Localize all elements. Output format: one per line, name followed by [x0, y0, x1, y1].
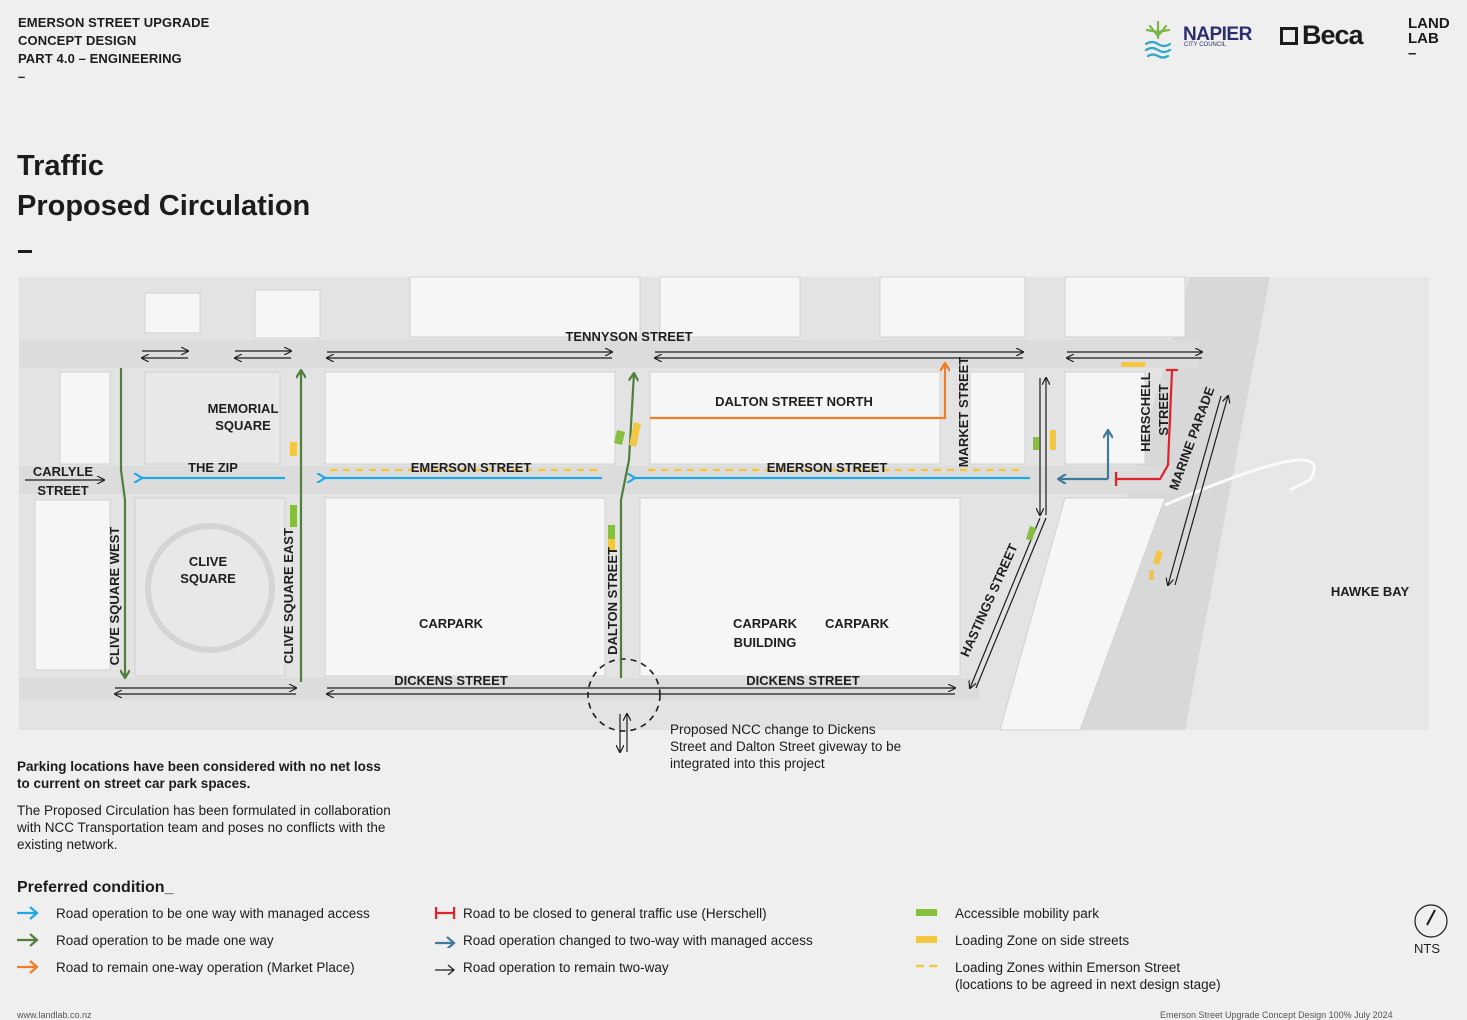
two-way-arrows	[25, 351, 1228, 752]
beca-logo-text: Beca	[1302, 20, 1364, 50]
label-carlyle-2: STREET	[37, 483, 88, 498]
block-small-2	[254, 289, 321, 339]
label-clive-west: CLIVE SQUARE WEST	[107, 527, 122, 666]
legend-black-arrow-icon	[435, 964, 455, 975]
legend-item-mobility: Accessible mobility park	[955, 906, 1100, 921]
legend-item-steel: Road operation changed to two-way with m…	[463, 933, 813, 948]
label-herschell-1: HERSCHELL	[1138, 372, 1153, 452]
header-dash: –	[18, 69, 26, 84]
label-emerson-2: EMERSON STREET	[767, 460, 888, 475]
memorial-square-park	[144, 371, 281, 465]
label-dalton: DALTON STREET	[605, 547, 620, 655]
label-carpark-2: CARPARK	[825, 616, 890, 631]
label-clive-2: SQUARE	[180, 571, 236, 586]
block-tennyson-north-3	[879, 276, 1026, 338]
footer-website: www.landlab.co.nz	[17, 1010, 92, 1020]
label-dalton-north: DALTON STREET NORTH	[715, 394, 873, 409]
beca-mark-icon	[1280, 27, 1298, 45]
legend-item-loading-dashes: Loading Zones within Emerson Street (loc…	[955, 960, 1221, 992]
orange-route	[650, 363, 945, 420]
block-tennyson-north-1	[409, 276, 641, 338]
legend-item-orange: Road to remain one-way operation (Market…	[56, 960, 355, 975]
legend-green-arrow-icon	[17, 933, 39, 947]
legend-blue-arrow-icon	[17, 906, 39, 920]
legend-loading-dashes-icon	[916, 964, 937, 968]
land-lab-line2: LAB	[1408, 30, 1439, 47]
header-part: PART 4.0 – ENGINEERING	[18, 51, 182, 66]
proposed-change-circle	[587, 658, 661, 732]
legend-mobility-park-icon	[916, 909, 937, 916]
parking-note: Parking locations have been considered w…	[17, 759, 381, 791]
legend-item-blue: Road operation to be one way with manage…	[56, 906, 370, 921]
legend-title: Preferred condition_	[17, 879, 174, 896]
herschell-closed-route	[1116, 369, 1174, 481]
circulation-note: The Proposed Circulation has been formul…	[17, 803, 391, 852]
label-dickens-2: DICKENS STREET	[746, 673, 859, 688]
legend-item-green: Road operation to be made one way	[56, 933, 274, 948]
napier-logo-subtext: CITY COUNCIL	[1184, 42, 1227, 48]
block-hastings-east	[999, 497, 1166, 731]
base-map	[19, 276, 1429, 731]
header-project: EMERSON STREET UPGRADE	[18, 15, 210, 30]
block-carlyle-north	[59, 371, 111, 465]
land-lab-dash: –	[1408, 45, 1417, 62]
land-lab-logo: LAND LAB –	[1408, 16, 1450, 61]
footer-info: Emerson Street Upgrade Concept Design 10…	[1160, 1010, 1393, 1020]
land-lab-line1: LAND	[1408, 15, 1450, 32]
legend-red-closure-icon	[434, 907, 456, 919]
block-small-1	[144, 292, 201, 334]
block-market	[969, 371, 1026, 465]
legend-item-loading: Loading Zone on side streets	[955, 933, 1130, 948]
label-herschell-2: STREET	[1156, 384, 1171, 435]
block-north-emerson-west	[324, 371, 616, 465]
scale-nts: NTS	[1414, 941, 1440, 956]
label-memorial-2: SQUARE	[215, 418, 271, 433]
foreshore-curve	[1164, 458, 1316, 507]
block-carpark-west	[324, 497, 606, 677]
legend-item-black: Road operation to remain two-way	[463, 960, 669, 975]
block-herschell	[1064, 371, 1146, 465]
document-header: EMERSON STREET UPGRADE CONCEPT DESIGN PA…	[18, 14, 209, 86]
label-clive-east: CLIVE SQUARE EAST	[281, 528, 296, 664]
block-tennyson-north-2	[659, 276, 801, 338]
beca-logo: Beca	[1280, 20, 1364, 51]
legend-steel-arrow-icon	[435, 936, 456, 948]
block-carpark-building	[639, 497, 961, 677]
tennyson-road	[19, 340, 1199, 368]
page-title: Traffic Proposed Circulation	[17, 146, 310, 226]
label-market: MARKET STREET	[956, 357, 971, 468]
page-title-line2: Proposed Circulation	[17, 190, 311, 222]
label-dickens-1: DICKENS STREET	[394, 673, 507, 688]
label-the-zip: THE ZIP	[188, 460, 238, 475]
legend-loading-zone-icon	[916, 936, 937, 943]
napier-logo-icon	[1144, 20, 1172, 59]
label-tennyson: TENNYSON STREET	[565, 329, 692, 344]
north-arrow-icon	[1414, 904, 1448, 938]
label-clive-1: CLIVE	[189, 554, 228, 569]
green-one-way-routes	[119, 368, 634, 682]
parking-marks	[290, 362, 1163, 580]
label-carpark-building-1: CARPARK	[733, 616, 798, 631]
label-memorial-1: MEMORIAL	[208, 401, 279, 416]
legend-orange-arrow-icon	[17, 960, 39, 974]
label-carpark-1: CARPARK	[419, 616, 484, 631]
page-title-line1: Traffic	[17, 150, 105, 182]
block-tennyson-north-4	[1064, 276, 1186, 338]
label-hawke-bay: HAWKE BAY	[1331, 584, 1410, 599]
block-carlyle-south	[34, 499, 111, 671]
label-emerson-1: EMERSON STREET	[411, 460, 532, 475]
label-carlyle-1: CARLYLE	[33, 464, 94, 479]
header-stage: CONCEPT DESIGN	[18, 33, 137, 48]
proposed-change-annotation: Proposed NCC change to Dickens Street an…	[670, 722, 902, 771]
title-dash	[18, 250, 32, 253]
napier-logo-text: NAPIER	[1183, 24, 1252, 45]
legend-item-red: Road to be closed to general traffic use…	[463, 906, 767, 921]
hawke-bay-area	[1185, 277, 1429, 730]
label-carpark-building-2: BUILDING	[734, 635, 797, 650]
clive-square-path	[145, 523, 275, 653]
